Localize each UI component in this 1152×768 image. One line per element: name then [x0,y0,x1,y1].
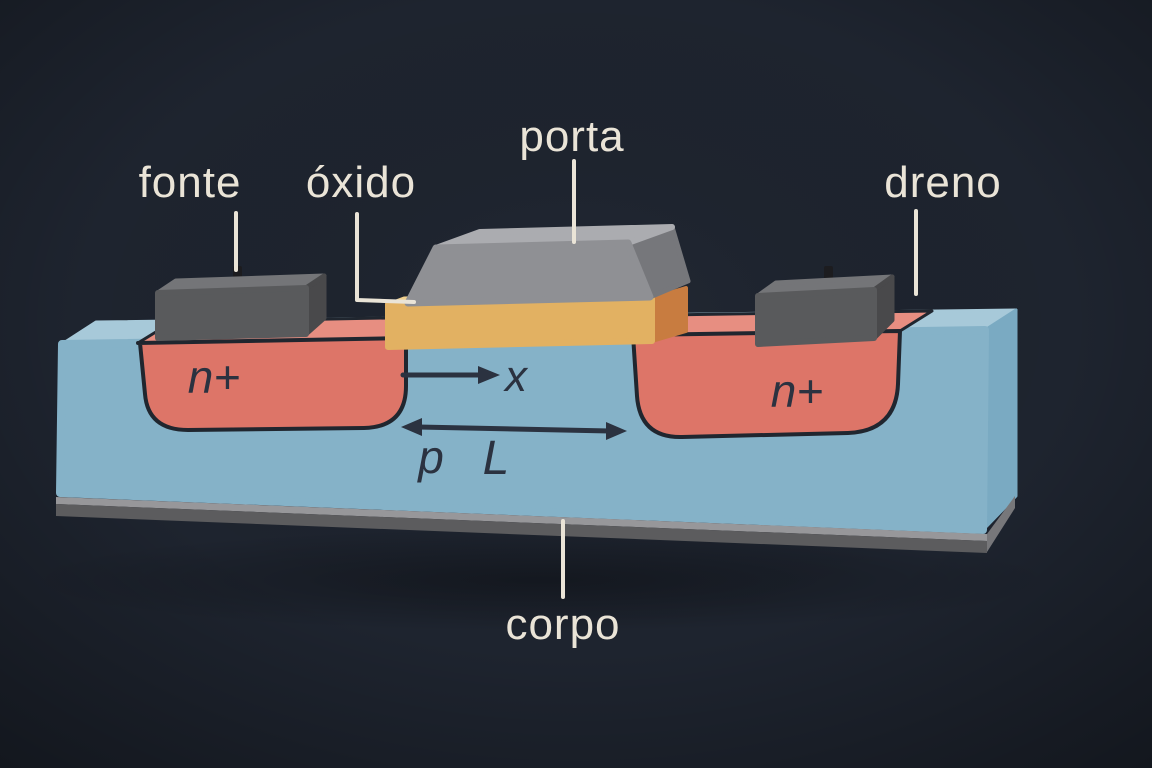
plate-right-face [987,496,1015,552]
terminal-labels: fonte óxido porta dreno corpo [139,112,1002,649]
length-arrow-shaft [415,424,613,434]
x-axis-label: x [503,352,529,401]
source-contact [155,266,327,341]
plate-front-face [56,504,987,553]
channel-length-label: L [483,432,510,485]
x-arrow-head [478,366,500,384]
body-contact-plate [56,496,1015,553]
plate-top-lip [56,497,987,541]
gate-electrode [404,224,691,307]
drain-contact [755,266,895,347]
source-well-front-face [136,336,408,432]
corpo-label: corpo [505,600,620,649]
x-axis-arrow: x [400,352,529,401]
oxido-label: óxido [306,158,416,207]
drain-well-front-face [630,329,902,440]
source-contact-front-face [155,285,309,341]
drop-shadow [20,528,1060,632]
drain-contact-front-face [755,287,877,347]
substrate-type-label: p [416,431,444,483]
length-arrow-head-left [401,418,422,436]
gate-front-face [404,239,654,307]
drain-doping-label: n+ [771,365,823,417]
channel-length-arrow: L [401,418,627,485]
dreno-label: dreno [884,158,1002,207]
oxido-leader-line [355,212,416,304]
fonte-label: fonte [139,158,242,207]
length-arrow-head-right [606,422,627,440]
porta-label: porta [519,112,624,161]
source-doping-label: n+ [188,351,240,403]
leader-lines [234,159,918,599]
